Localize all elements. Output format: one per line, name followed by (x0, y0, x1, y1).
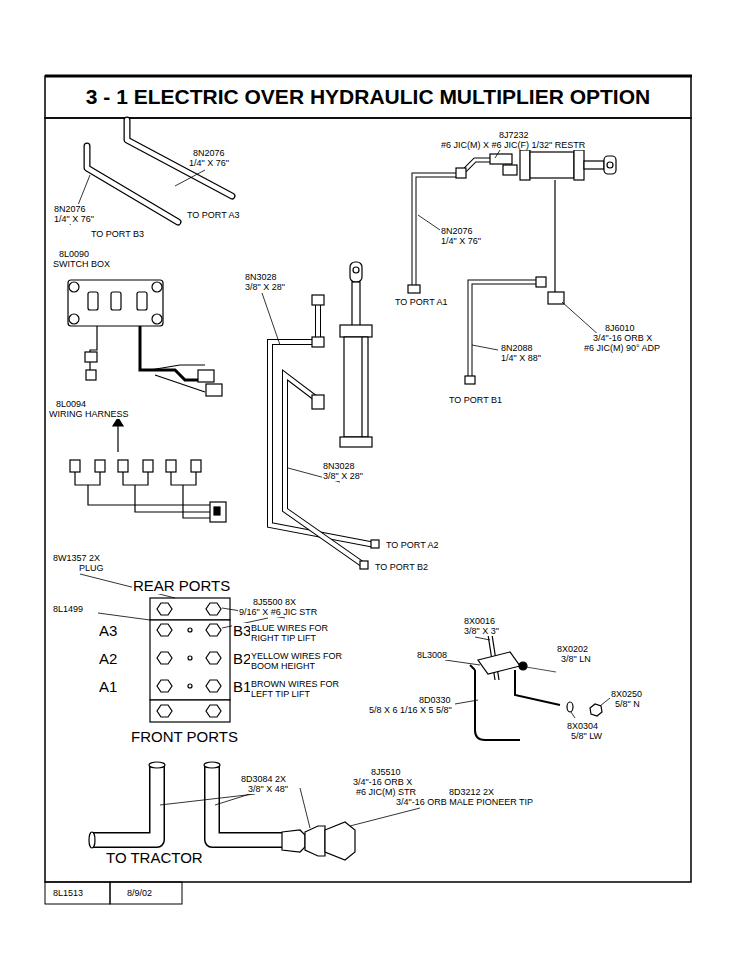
part-label: 8J7232 (498, 130, 530, 140)
part-label: 3/4"-16 ORB X (592, 333, 653, 343)
part-label: 8L3008 (416, 650, 448, 660)
part-label: 3/8" LN (560, 654, 592, 664)
part-label: 1/4" X 76" (53, 214, 95, 224)
part-label: 5/8" N (614, 699, 641, 709)
part-label: 1/4" X 76" (440, 236, 482, 246)
part-label: 8/9/02 (126, 888, 153, 898)
part-label: A1 (98, 679, 118, 695)
part-label: RIGHT TIP LIFT (250, 633, 317, 643)
part-label: PLUG (78, 563, 105, 573)
part-label: 8N3028 (322, 461, 356, 471)
part-label: 8W1357 2X (52, 553, 101, 563)
part-label: 8N2076 (440, 226, 474, 236)
part-label: SWITCH BOX (52, 259, 111, 269)
part-label: BLUE WIRES FOR (250, 623, 329, 633)
part-label: 3/8" X 28" (244, 282, 286, 292)
part-label: 8D3212 2X (448, 787, 495, 797)
part-label: 8J5510 (370, 767, 402, 777)
part-label: 8X0304 (566, 721, 599, 731)
part-label: TO PORT A3 (186, 210, 241, 220)
part-label: REAR PORTS (132, 578, 231, 594)
part-label: 8N2088 (500, 343, 534, 353)
part-label: 8L1513 (52, 888, 84, 898)
part-label: 8X0016 (463, 616, 496, 626)
part-label: 1/4" X 76" (188, 158, 230, 168)
part-label: 5/8" LW (570, 731, 603, 741)
part-label: 8N2076 (53, 204, 87, 214)
part-label: 8D0330 (418, 695, 452, 705)
part-label: TO PORT A1 (394, 297, 449, 307)
part-label: TO PORT A2 (385, 540, 440, 550)
part-label: TO PORT B1 (448, 395, 503, 405)
part-label: #6 JIC(M) STR (355, 787, 417, 797)
part-label: 8D3084 2X (240, 774, 287, 784)
part-label: WIRING HARNESS (48, 409, 130, 419)
part-label: 8L0090 (58, 249, 90, 259)
part-label: #6 JIC(M) 90° ADP (583, 343, 661, 353)
part-label: FRONT PORTS (130, 729, 239, 745)
part-label: 8L0094 (55, 399, 87, 409)
part-label: BROWN WIRES FOR (250, 679, 340, 689)
part-label: 8J5500 8X (252, 597, 297, 607)
part-label: 8X0202 (556, 644, 589, 654)
page-title: 3 - 1 ELECTRIC OVER HYDRAULIC MULTIPLIER… (46, 84, 690, 110)
part-label: 3/4"-16 ORB X (352, 777, 413, 787)
part-label: 8N2076 (192, 148, 226, 158)
part-label: BOOM HEIGHT (250, 661, 316, 671)
part-label: #6 JIC(M) X #6 JIC(F) 1/32" RESTR (440, 140, 586, 150)
part-label: 3/8" X 28" (322, 471, 364, 481)
part-label: 3/4"-16 ORB MALE PIONEER TIP (395, 797, 534, 807)
part-label: 8J6010 (604, 323, 636, 333)
part-label: 3/8" X 48" (247, 784, 289, 794)
part-label: A2 (98, 651, 118, 667)
part-label: 3/8" X 3" (463, 626, 500, 636)
part-label: 9/16" X #6 JIC STR (238, 607, 318, 617)
part-label: 8X0250 (610, 689, 643, 699)
part-label: 1/4" X 88" (500, 353, 542, 363)
part-label: TO TRACTOR (105, 850, 204, 866)
part-label: TO PORT B3 (90, 229, 145, 239)
part-label: 8N3028 (244, 272, 278, 282)
part-label: 5/8 X 6 1/16 X 5 5/8" (368, 705, 453, 715)
part-label: 8L1499 (52, 604, 84, 614)
part-label: YELLOW WIRES FOR (250, 651, 343, 661)
part-label: TO PORT B2 (374, 562, 429, 572)
part-label: A3 (98, 623, 118, 639)
part-label: LEFT TIP LIFT (250, 689, 311, 699)
